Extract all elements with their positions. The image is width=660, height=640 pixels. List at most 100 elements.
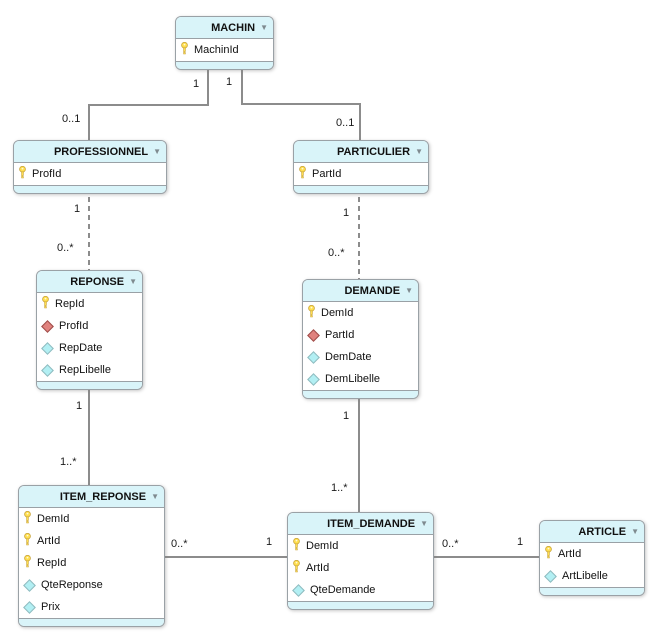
entity-table-machin[interactable]: MACHIN ▼ MachinId (175, 16, 274, 70)
table-footer (176, 61, 273, 69)
table-footer (540, 587, 644, 595)
table-header[interactable]: ITEM_REPONSE ▼ (19, 486, 164, 508)
relationship-line (207, 58, 209, 106)
entity-table-demande[interactable]: DEMANDE ▼ DemId PartId DemDate DemLibell… (302, 279, 419, 399)
cardinality-label: 1 (266, 536, 273, 548)
column-label: DemId (321, 307, 354, 319)
table-footer (19, 618, 164, 626)
relationship-line (241, 58, 243, 105)
column-label: RepId (55, 298, 85, 310)
column-row[interactable]: QteReponse (19, 574, 164, 596)
cardinality-label: 1 (226, 76, 233, 88)
table-footer (14, 185, 166, 193)
relationship-line (88, 104, 209, 106)
cardinality-label: 0..* (442, 538, 459, 550)
collapse-arrow-icon[interactable]: ▼ (129, 276, 137, 286)
column-row[interactable]: DemId (288, 535, 433, 557)
collapse-arrow-icon[interactable]: ▼ (415, 146, 423, 156)
column-row[interactable]: RepId (19, 552, 164, 574)
table-title: ITEM_DEMANDE (327, 517, 416, 530)
attribute-diamond-icon (292, 583, 305, 597)
column-label: DemId (306, 540, 339, 552)
table-header[interactable]: PARTICULIER ▼ (294, 141, 428, 163)
column-row[interactable]: MachinId (176, 39, 273, 61)
column-row[interactable]: DemId (303, 302, 418, 324)
cardinality-label: 1 (343, 207, 350, 219)
collapse-arrow-icon[interactable]: ▼ (631, 526, 639, 536)
foreign-key-diamond-icon (307, 328, 320, 342)
column-row[interactable]: DemId (19, 508, 164, 530)
cardinality-label: 1 (74, 203, 81, 215)
entity-table-reponse[interactable]: REPONSE ▼ RepId ProfId RepDate RepLibell… (36, 270, 143, 390)
table-title: MACHIN (211, 21, 256, 34)
key-icon (23, 532, 32, 549)
column-label: PartId (325, 329, 355, 341)
column-label: ProfId (59, 320, 89, 332)
table-footer (288, 601, 433, 609)
table-title: PARTICULIER (336, 145, 411, 158)
relationship-line-dashed (88, 188, 90, 276)
table-title: REPONSE (70, 275, 125, 288)
key-icon (23, 510, 32, 527)
column-row[interactable]: QteDemande (288, 579, 433, 601)
column-row[interactable]: ArtId (288, 557, 433, 579)
cardinality-label: 1 (76, 400, 83, 412)
cardinality-label: 1 (193, 78, 200, 90)
entity-table-professionnel[interactable]: PROFESSIONNEL ▼ ProfId (13, 140, 167, 194)
collapse-arrow-icon[interactable]: ▼ (405, 285, 413, 295)
column-row[interactable]: Prix (19, 596, 164, 618)
column-row[interactable]: ProfId (37, 315, 142, 337)
attribute-diamond-icon (41, 341, 54, 355)
table-header[interactable]: PROFESSIONNEL ▼ (14, 141, 166, 163)
collapse-arrow-icon[interactable]: ▼ (153, 146, 161, 156)
table-footer (294, 185, 428, 193)
key-icon (180, 41, 189, 58)
column-row[interactable]: DemDate (303, 346, 418, 368)
cardinality-label: 1..* (60, 456, 77, 468)
cardinality-label: 1 (517, 536, 524, 548)
column-label: PartId (312, 168, 342, 180)
entity-table-article[interactable]: ARTICLE ▼ ArtId ArtLibelle (539, 520, 645, 596)
cardinality-label: 0..* (57, 242, 74, 254)
table-title: DEMANDE (344, 284, 401, 297)
column-row[interactable]: PartId (303, 324, 418, 346)
column-row[interactable]: ArtLibelle (540, 565, 644, 587)
column-row[interactable]: PartId (294, 163, 428, 185)
key-icon (544, 545, 553, 562)
entity-table-particulier[interactable]: PARTICULIER ▼ PartId (293, 140, 429, 194)
cardinality-label: 0..* (328, 247, 345, 259)
entity-table-item-reponse[interactable]: ITEM_REPONSE ▼ DemId ArtId RepId QteRepo… (18, 485, 165, 627)
column-row[interactable]: ProfId (14, 163, 166, 185)
relationship-line (88, 384, 90, 490)
column-label: QteDemande (310, 584, 376, 596)
table-header[interactable]: MACHIN ▼ (176, 17, 273, 39)
table-header[interactable]: REPONSE ▼ (37, 271, 142, 293)
cardinality-label: 1 (343, 410, 350, 422)
table-header[interactable]: ITEM_DEMANDE ▼ (288, 513, 433, 535)
collapse-arrow-icon[interactable]: ▼ (420, 518, 428, 528)
column-row[interactable]: RepDate (37, 337, 142, 359)
column-label: RepDate (59, 342, 103, 354)
table-header[interactable]: DEMANDE ▼ (303, 280, 418, 302)
column-row[interactable]: DemLibelle (303, 368, 418, 390)
column-row[interactable]: RepId (37, 293, 142, 315)
collapse-arrow-icon[interactable]: ▼ (151, 491, 159, 501)
column-label: ArtId (558, 548, 582, 560)
column-label: ArtId (37, 535, 61, 547)
key-icon (18, 165, 27, 182)
column-label: ArtId (306, 562, 330, 574)
column-row[interactable]: ArtId (540, 543, 644, 565)
column-label: DemLibelle (325, 373, 381, 385)
table-title: PROFESSIONNEL (53, 145, 149, 158)
relationship-line (359, 103, 361, 146)
entity-table-item-demande[interactable]: ITEM_DEMANDE ▼ DemId ArtId QteDemande (287, 512, 434, 610)
collapse-arrow-icon[interactable]: ▼ (260, 22, 268, 32)
relationship-line (428, 556, 546, 558)
table-header[interactable]: ARTICLE ▼ (540, 521, 644, 543)
column-row[interactable]: ArtId (19, 530, 164, 552)
cardinality-label: 0..* (171, 538, 188, 550)
relationship-line (358, 393, 360, 517)
column-row[interactable]: RepLibelle (37, 359, 142, 381)
attribute-diamond-icon (544, 569, 557, 583)
